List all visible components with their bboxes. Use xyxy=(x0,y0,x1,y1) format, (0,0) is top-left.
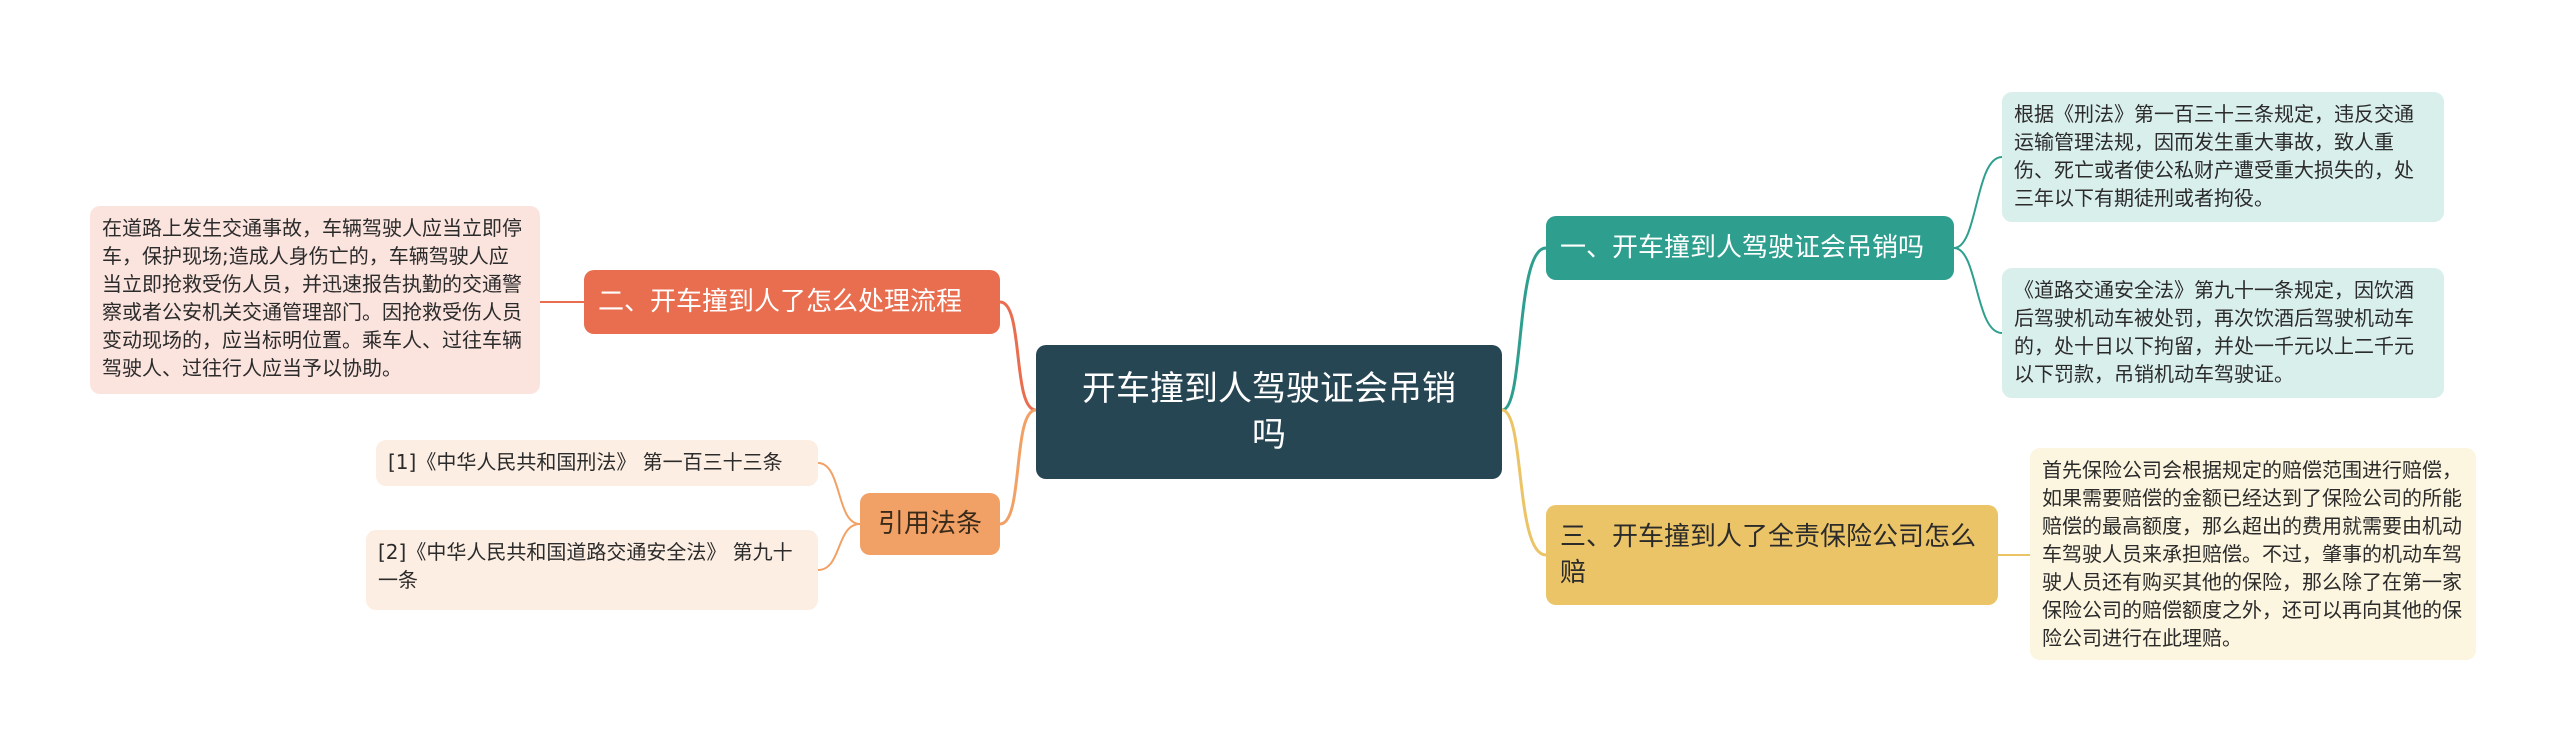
branch-license-revocation-label: 一、开车撞到人驾驶证会吊销吗 xyxy=(1560,233,1925,263)
citation-item[interactable]: [2]《中华人民共和国道路交通安全法》 第九十一条 xyxy=(366,530,818,610)
connector-b1-detail2 xyxy=(1953,247,2003,334)
branch-citations-label: 引用法条 xyxy=(877,509,982,539)
citation-item[interactable]: [1]《中华人民共和国刑法》 第一百三十三条 xyxy=(376,440,818,486)
detail-insurance-compensation[interactable]: 首先保险公司会根据规定的赔偿范围进行赔偿，如果需要赔偿的金额已经达到了保险公司的… xyxy=(2030,448,2476,660)
detail-road-traffic-law[interactable]: 《道路交通安全法》第九十一条规定，因饮酒后驾驶机动车被处罚，再次饮酒后驾驶机动车… xyxy=(2002,268,2444,398)
citation-item-text: [2]《中华人民共和国道路交通安全法》 第九十一条 xyxy=(378,540,793,592)
connector-root-b1 xyxy=(1501,246,1547,412)
branch-handling-process[interactable]: 二、开车撞到人了怎么处理流程 xyxy=(584,270,1000,334)
branch-insurance-compensation-label: 三、开车撞到人了全责保险公司怎么赔 xyxy=(1560,522,1977,588)
connector-root-b2 xyxy=(999,300,1037,412)
connector-b1-detail1 xyxy=(1953,156,2003,249)
detail-insurance-compensation-text: 首先保险公司会根据规定的赔偿范围进行赔偿，如果需要赔偿的金额已经达到了保险公司的… xyxy=(2042,458,2462,650)
root-topic-label: 开车撞到人驾驶证会吊销吗 xyxy=(1082,369,1456,455)
connector-root-citations xyxy=(999,408,1037,526)
citation-item-text: [1]《中华人民共和国刑法》 第一百三十三条 xyxy=(388,450,783,474)
branch-insurance-compensation[interactable]: 三、开车撞到人了全责保险公司怎么赔 xyxy=(1546,505,1998,605)
detail-criminal-law[interactable]: 根据《刑法》第一百三十三条规定，违反交通运输管理法规，因而发生重大事故，致人重伤… xyxy=(2002,92,2444,222)
root-topic[interactable]: 开车撞到人驾驶证会吊销吗 xyxy=(1036,345,1502,479)
detail-handling-process-text: 在道路上发生交通事故，车辆驾驶人应当立即停车，保护现场;造成人身伤亡的，车辆驾驶… xyxy=(102,216,522,380)
branch-citations[interactable]: 引用法条 xyxy=(860,493,1000,555)
connector-citations-item2 xyxy=(817,523,861,571)
branch-license-revocation[interactable]: 一、开车撞到人驾驶证会吊销吗 xyxy=(1546,216,1954,280)
connector-citations-item1 xyxy=(817,462,861,525)
connector-root-b3 xyxy=(1501,408,1547,557)
detail-road-traffic-law-text: 《道路交通安全法》第九十一条规定，因饮酒后驾驶机动车被处罚，再次饮酒后驾驶机动车… xyxy=(2014,278,2414,386)
detail-criminal-law-text: 根据《刑法》第一百三十三条规定，违反交通运输管理法规，因而发生重大事故，致人重伤… xyxy=(2014,102,2414,210)
branch-handling-process-label: 二、开车撞到人了怎么处理流程 xyxy=(598,287,963,317)
detail-handling-process[interactable]: 在道路上发生交通事故，车辆驾驶人应当立即停车，保护现场;造成人身伤亡的，车辆驾驶… xyxy=(90,206,540,394)
